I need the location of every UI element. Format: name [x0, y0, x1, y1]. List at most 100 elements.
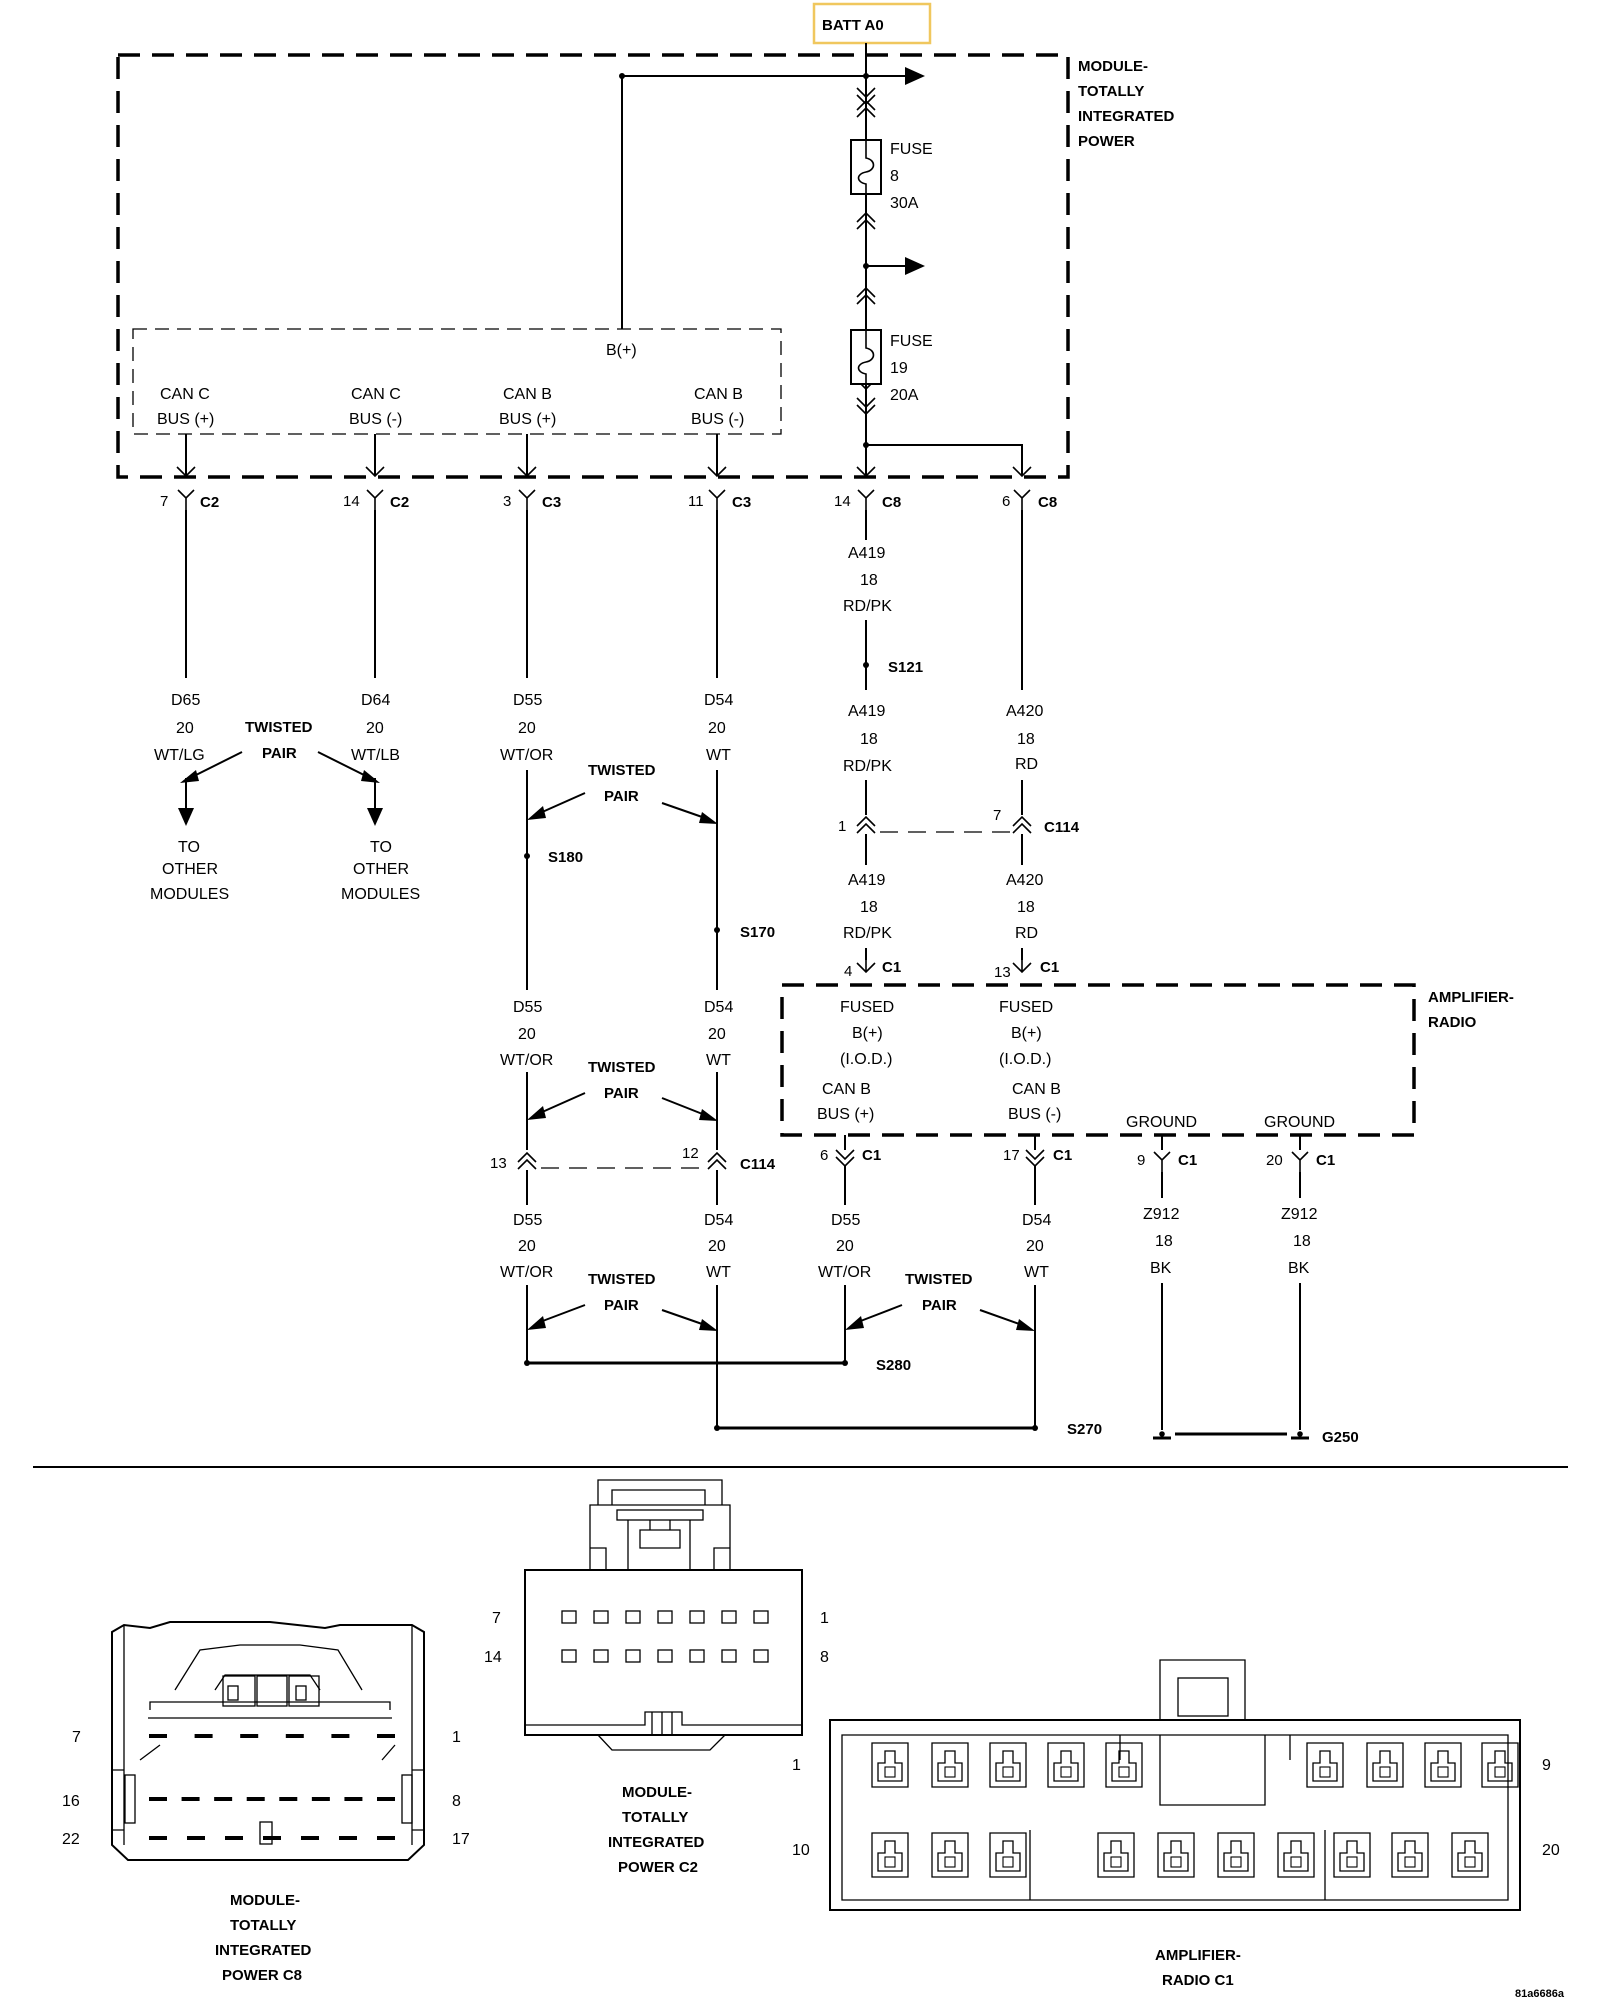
amp-c1-cavity [1424, 1742, 1462, 1788]
svg-text:17: 17 [1003, 1147, 1020, 1164]
svg-text:A420: A420 [1006, 703, 1043, 720]
svg-text:7: 7 [993, 807, 1001, 824]
twisted-pair-label-1: TWISTED PAIR [245, 719, 313, 762]
svg-text:TWISTED: TWISTED [905, 1271, 973, 1288]
svg-text:RD: RD [1015, 925, 1038, 942]
svg-text:FUSED: FUSED [840, 999, 894, 1016]
svg-text:20: 20 [176, 720, 194, 737]
svg-text:18: 18 [1017, 899, 1035, 916]
svg-text:18: 18 [860, 731, 878, 748]
c8-pin-labels: 7 1 16 8 22 17 [62, 1729, 470, 1848]
svg-text:18: 18 [1017, 731, 1035, 748]
svg-text:TOTALLY: TOTALLY [230, 1917, 296, 1934]
svg-text:3: 3 [503, 493, 511, 510]
svg-text:18: 18 [1293, 1233, 1311, 1250]
c8-cavity [311, 1797, 330, 1801]
splice-s270: S270 [714, 1421, 1102, 1438]
svg-text:8: 8 [820, 1649, 829, 1666]
c2-cavity [593, 1610, 609, 1624]
svg-text:16: 16 [62, 1793, 80, 1810]
amp-c1-pins-bottom: 6 C1 17 C1 9 C1 20 C1 [820, 1147, 1335, 1173]
svg-text:OTHER: OTHER [353, 861, 409, 878]
amp-grounds: GROUND GROUND [1126, 1114, 1335, 1131]
svg-text:A419: A419 [848, 545, 885, 562]
svg-text:C8: C8 [1038, 494, 1057, 511]
svg-text:WT/OR: WT/OR [500, 1264, 553, 1281]
svg-text:18: 18 [860, 899, 878, 916]
svg-text:1: 1 [838, 818, 846, 835]
svg-text:BK: BK [1150, 1260, 1172, 1277]
svg-text:11: 11 [688, 493, 704, 510]
wire-d54a-label: D54 20 WT [704, 692, 733, 764]
to-other-modules-1: TO OTHER MODULES [150, 839, 229, 903]
svg-text:18: 18 [1155, 1233, 1173, 1250]
svg-text:CAN B: CAN B [1012, 1081, 1061, 1098]
svg-text:BUS (-): BUS (-) [691, 411, 744, 428]
c2-pin-labels: 7 1 14 8 [484, 1610, 829, 1666]
svg-text:C3: C3 [732, 494, 751, 511]
svg-text:10: 10 [792, 1842, 810, 1859]
svg-text:FUSE: FUSE [890, 141, 933, 158]
svg-text:MODULE-: MODULE- [622, 1784, 692, 1801]
amp-c1-cavity [1097, 1832, 1135, 1878]
amp-c1-pins-top: 4 C1 13 C1 [844, 955, 1059, 981]
svg-text:CAN C: CAN C [351, 386, 401, 403]
wire-d55b-label: D55 20 WT/OR [500, 999, 553, 1069]
svg-text:INTEGRATED: INTEGRATED [608, 1834, 705, 1851]
svg-text:WT/LB: WT/LB [351, 747, 400, 764]
svg-text:20: 20 [708, 1238, 726, 1255]
svg-text:D65: D65 [171, 692, 200, 709]
c2-cavity [753, 1610, 769, 1624]
c2-cavity [625, 1649, 641, 1663]
c2-title: MODULE- TOTALLY INTEGRATED POWER C2 [608, 1784, 705, 1876]
svg-text:A420: A420 [1006, 872, 1043, 889]
svg-text:C114: C114 [740, 1156, 776, 1173]
svg-text:GROUND: GROUND [1264, 1114, 1335, 1131]
amp-c1-cavity [1217, 1832, 1255, 1878]
c8-cavity [149, 1836, 167, 1840]
svg-text:Z912: Z912 [1281, 1206, 1318, 1223]
amp-c1-cavity [1306, 1742, 1344, 1788]
svg-text:BUS (-): BUS (-) [1008, 1106, 1061, 1123]
svg-text:(I.O.D.): (I.O.D.) [840, 1051, 892, 1068]
tipm-title: MODULE- TOTALLY INTEGRATED POWER [1078, 58, 1175, 150]
svg-text:TWISTED: TWISTED [245, 719, 313, 736]
c8-cavity [377, 1797, 395, 1801]
svg-text:WT: WT [706, 1052, 731, 1069]
svg-text:TOTALLY: TOTALLY [622, 1809, 688, 1826]
wire-z912b-label: Z912 18 BK [1281, 1206, 1318, 1277]
twisted-pair-label-3: TWISTED PAIR [588, 1059, 656, 1102]
amp-c1-title: AMPLIFIER- RADIO C1 [1155, 1947, 1241, 1989]
amp-c1-cavity [1105, 1742, 1143, 1788]
svg-text:C1: C1 [1040, 959, 1059, 976]
tipm-module-boundary [116, 53, 1070, 479]
svg-text:PAIR: PAIR [604, 1297, 639, 1314]
svg-text:6: 6 [820, 1147, 828, 1164]
svg-text:MODULES: MODULES [341, 886, 420, 903]
svg-text:TWISTED: TWISTED [588, 1059, 656, 1076]
svg-text:AMPLIFIER-: AMPLIFIER- [1428, 989, 1514, 1006]
wire-d64-label: D64 20 WT/LB [351, 692, 400, 764]
svg-text:POWER C8: POWER C8 [222, 1967, 302, 1984]
svg-text:9: 9 [1542, 1757, 1551, 1774]
svg-text:BATT A0: BATT A0 [822, 17, 884, 34]
wire-d54d-label: D54 20 WT [1022, 1212, 1051, 1281]
c8-cavity [279, 1797, 298, 1801]
c8-cavity [377, 1836, 395, 1840]
svg-text:CAN B: CAN B [503, 386, 552, 403]
svg-text:WT/LG: WT/LG [154, 747, 205, 764]
svg-text:6: 6 [1002, 493, 1010, 510]
amp-canb: CAN B BUS (+) CAN B BUS (-) [817, 1081, 1061, 1123]
tipm-can-labels: CAN C BUS (+) CAN C BUS (-) CAN B BUS (+… [157, 386, 744, 428]
amp-c1-cavity [871, 1832, 909, 1878]
ground-g250: G250 [1151, 1429, 1359, 1446]
svg-text:C3: C3 [542, 494, 561, 511]
svg-text:D54: D54 [704, 1212, 733, 1229]
svg-text:C2: C2 [200, 494, 219, 511]
wire-a419b-label: A419 18 RD/PK [843, 703, 892, 775]
svg-text:OTHER: OTHER [162, 861, 218, 878]
fuse-8: FUSE 8 30A [850, 139, 933, 212]
svg-text:20: 20 [1026, 1238, 1044, 1255]
svg-text:C1: C1 [882, 959, 901, 976]
